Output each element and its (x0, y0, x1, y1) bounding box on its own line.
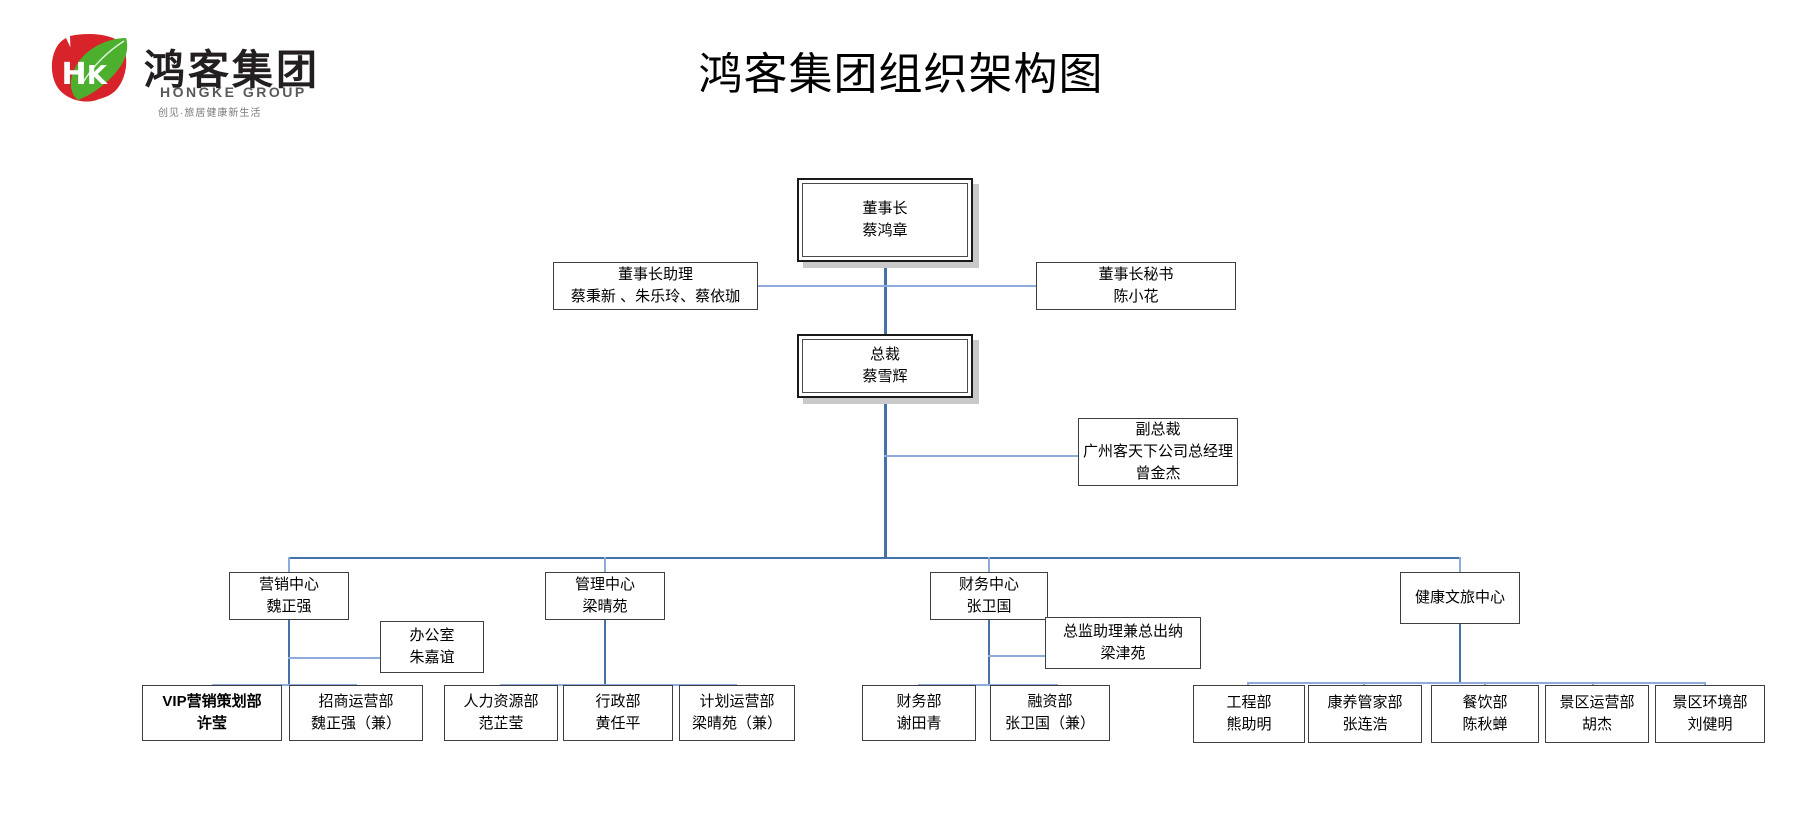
node-subtitle: 广州客天下公司总经理 (1082, 443, 1233, 461)
connector-president-down (884, 398, 887, 558)
connector-health-down (1459, 619, 1461, 684)
node-person: 蔡鸿章 (862, 222, 908, 239)
node-title: 财务中心 (958, 576, 1019, 594)
node-chair-assistant[interactable]: 董事长助理 蔡秉新 、朱乐玲、蔡依珈 (553, 262, 758, 310)
connector-marketing-bus (212, 684, 356, 686)
node-title: 办公室 (409, 627, 455, 645)
node-person: 刘健明 (1687, 716, 1733, 733)
node-person: 魏正强 (266, 598, 312, 615)
svg-text:H: H (61, 57, 86, 92)
node-admin-dept[interactable]: 行政部 黄任平 (563, 685, 673, 741)
node-plan-dept[interactable]: 计划运营部 梁晴苑（兼） (679, 685, 795, 741)
logo-english-name: HONGKE GROUP (160, 84, 307, 100)
node-hr-dept[interactable]: 人力资源部 范芷莹 (444, 685, 558, 741)
node-catering-dept[interactable]: 餐饮部 陈秋蝉 (1431, 685, 1539, 743)
connector-division-bus (288, 557, 1460, 559)
connector-health-bus (1247, 682, 1705, 684)
node-title: 行政部 (595, 693, 641, 711)
connector-assistant-horizontal (758, 285, 886, 287)
node-person: 熊助明 (1226, 716, 1272, 733)
node-wellness-dept[interactable]: 康养管家部 张连浩 (1308, 685, 1422, 743)
node-title: VIP营销策划部 (162, 693, 262, 711)
node-title: 计划运营部 (699, 693, 775, 711)
node-title: 融资部 (1027, 693, 1073, 711)
node-engineering-dept[interactable]: 工程部 熊助明 (1193, 685, 1305, 743)
node-financing-dept[interactable]: 融资部 张卫国（兼） (990, 685, 1110, 741)
node-office[interactable]: 办公室 朱嘉谊 (380, 621, 484, 673)
node-chairman[interactable]: 董事长 蔡鸿章 (797, 178, 973, 262)
connector-marketing-down (288, 619, 290, 685)
node-title: 董事长 (862, 200, 908, 218)
node-person: 黄任平 (595, 715, 641, 732)
node-title: 总监助理兼总出纳 (1062, 623, 1183, 641)
node-finance-center[interactable]: 财务中心 张卫国 (930, 572, 1048, 620)
node-vice-president[interactable]: 副总裁 广州客天下公司总经理 曾金杰 (1078, 418, 1238, 486)
connector-secretary-horizontal (884, 285, 1036, 287)
node-management-center[interactable]: 管理中心 梁晴苑 (545, 572, 665, 620)
node-marketing-center[interactable]: 营销中心 魏正强 (229, 572, 349, 620)
node-person: 蔡秉新 、朱乐玲、蔡依珈 (570, 288, 741, 305)
node-person: 蔡雪辉 (862, 368, 908, 385)
company-logo: H K 鸿客集团 HONGKE GROUP 创见·旅居健康新生活 (48, 32, 317, 120)
connector-finance-down (988, 619, 990, 685)
svg-text:K: K (87, 61, 108, 91)
node-title: 营销中心 (258, 576, 319, 594)
node-chair-secretary[interactable]: 董事长秘书 陈小花 (1036, 262, 1236, 310)
connector-finance-bus (918, 684, 1058, 686)
node-person: 梁晴苑（兼） (691, 715, 782, 732)
connector-vp-horizontal (884, 455, 1078, 457)
node-title: 财务部 (896, 693, 942, 711)
connector-office-horizontal (288, 657, 380, 659)
connector-drop-finance (988, 557, 990, 573)
node-person: 陈秋蝉 (1462, 716, 1508, 733)
connector-finance-deputy-horiz (988, 655, 1045, 657)
node-person: 朱嘉谊 (409, 649, 455, 666)
connector-drop-marketing (288, 557, 290, 573)
node-title: 招商运营部 (318, 693, 394, 711)
connector-chairman-down (884, 262, 887, 338)
node-scenic-env-dept[interactable]: 景区环境部 刘健明 (1655, 685, 1765, 743)
node-person: 许莹 (196, 715, 227, 732)
node-person: 张卫国（兼） (1004, 715, 1095, 732)
node-title: 康养管家部 (1327, 694, 1403, 712)
node-person: 范芷莹 (478, 715, 524, 732)
node-title: 工程部 (1226, 694, 1272, 712)
node-accounting-dept[interactable]: 财务部 谢田青 (862, 685, 976, 741)
node-person: 谢田青 (896, 715, 942, 732)
node-person: 梁晴苑 (582, 598, 628, 615)
connector-management-down (604, 619, 606, 684)
node-title: 董事长秘书 (1098, 266, 1174, 284)
logo-chinese-name: 鸿客集团 (144, 46, 320, 94)
node-title: 副总裁 (1135, 421, 1181, 439)
page-title: 鸿客集团组织架构图 (698, 50, 1104, 99)
node-title: 景区环境部 (1672, 694, 1748, 712)
node-health-center[interactable]: 健康文旅中心 (1400, 572, 1520, 624)
node-person: 胡杰 (1581, 716, 1612, 733)
node-scenic-ops-dept[interactable]: 景区运营部 胡杰 (1545, 685, 1649, 743)
node-title: 餐饮部 (1462, 694, 1508, 712)
node-title: 董事长助理 (617, 266, 693, 284)
node-person: 梁津苑 (1100, 645, 1146, 662)
node-title: 总裁 (869, 346, 900, 364)
node-title: 管理中心 (574, 576, 635, 594)
connector-drop-health (1459, 557, 1461, 573)
node-person: 魏正强（兼） (310, 715, 401, 732)
node-title: 人力资源部 (463, 693, 539, 711)
node-person: 张卫国 (966, 598, 1012, 615)
node-title: 景区运营部 (1559, 694, 1635, 712)
node-person: 陈小花 (1113, 288, 1159, 305)
logo-slogan: 创见·旅居健康新生活 (158, 108, 262, 119)
connector-drop-management (604, 557, 606, 573)
hongke-leaf-logo-icon: H K (48, 32, 132, 106)
node-invest-dept[interactable]: 招商运营部 魏正强（兼） (289, 685, 423, 741)
node-person: 曾金杰 (1135, 464, 1181, 482)
node-title: 健康文旅中心 (1414, 589, 1505, 607)
node-person: 张连浩 (1342, 716, 1388, 733)
node-president[interactable]: 总裁 蔡雪辉 (797, 334, 973, 398)
node-vip-dept[interactable]: VIP营销策划部 许莹 (142, 685, 282, 741)
node-finance-deputy[interactable]: 总监助理兼总出纳 梁津苑 (1045, 617, 1201, 669)
